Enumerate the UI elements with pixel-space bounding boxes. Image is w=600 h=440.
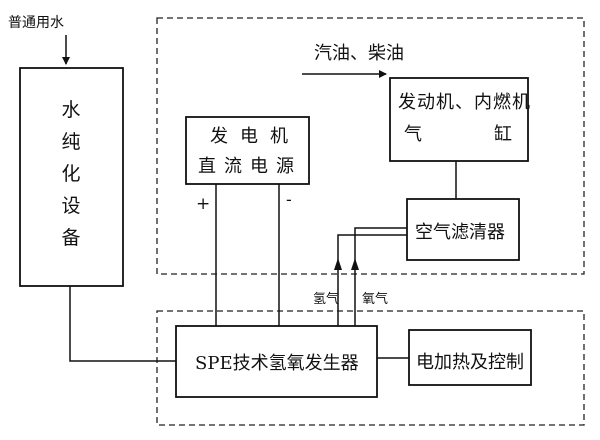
engine-label-line1: 发动机、内燃机 bbox=[398, 92, 531, 113]
minus-sign: - bbox=[286, 190, 292, 210]
engine-region-dashed bbox=[156, 17, 585, 275]
plus-sign: + bbox=[196, 194, 211, 214]
hydrogen-pipe bbox=[337, 234, 407, 326]
heater-label: 电加热及控制 bbox=[416, 352, 524, 373]
oxygen-pipe bbox=[354, 227, 407, 326]
purifier-to-spe-line bbox=[69, 286, 176, 362]
engine-label-cylinder-b: 缸 bbox=[494, 124, 512, 145]
purifier-char-1: 水 bbox=[61, 99, 81, 121]
purifier-box bbox=[19, 67, 124, 287]
oxygen-label: 氧气 bbox=[362, 292, 389, 307]
purifier-char-2: 纯 bbox=[61, 131, 81, 153]
dc-label-line1: 发电机 bbox=[210, 126, 300, 147]
hydrogen-label: 氢气 bbox=[313, 292, 340, 307]
oxygen-arrowhead bbox=[351, 258, 359, 270]
fuel-label: 汽油、柴油 bbox=[314, 43, 404, 64]
spe-label: SPE技术氢氧发生器 bbox=[195, 353, 359, 374]
water-input-label: 普通用水 bbox=[8, 15, 64, 31]
air-filter-label: 空气滤清器 bbox=[415, 222, 505, 243]
purifier-char-4: 设 bbox=[61, 195, 81, 217]
dc-label-line2: 直流电源 bbox=[198, 156, 302, 177]
purifier-char-5: 备 bbox=[61, 227, 81, 249]
purifier-label: 水 纯 化 设 备 bbox=[56, 94, 86, 254]
generator-region-dashed bbox=[156, 310, 585, 426]
dc-power-box bbox=[185, 116, 310, 185]
engine-box bbox=[389, 77, 529, 162]
hydrogen-arrowhead bbox=[334, 258, 342, 270]
purifier-char-3: 化 bbox=[61, 163, 81, 185]
engine-label-cylinder-a: 气 bbox=[404, 124, 422, 145]
air-filter-box bbox=[406, 198, 520, 261]
